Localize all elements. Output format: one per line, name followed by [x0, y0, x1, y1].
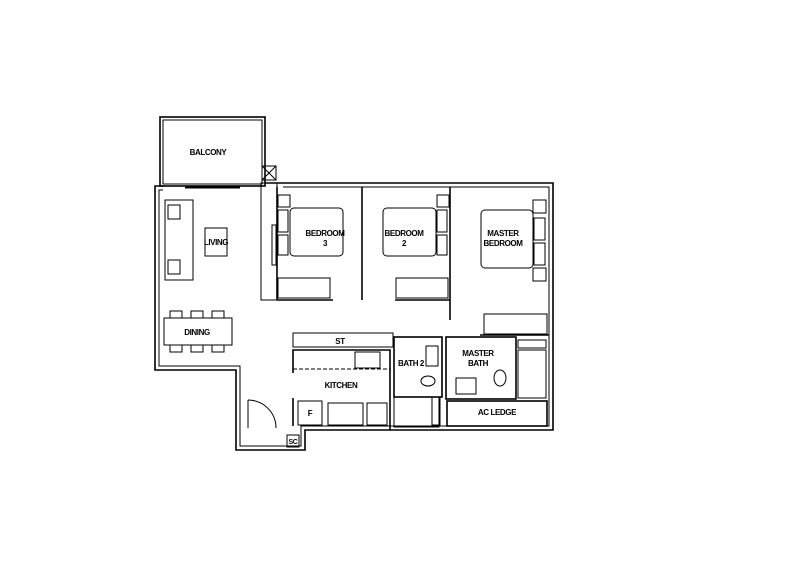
- label-master-bedroom-line1: MASTER: [487, 229, 519, 238]
- label-master-bedroom-line2: BEDROOM: [484, 239, 524, 248]
- wardrobe: [483, 313, 548, 335]
- bed-master: [480, 199, 548, 335]
- label-kitchen: KITCHEN: [325, 381, 358, 390]
- label-bath2: BATH 2: [398, 359, 425, 368]
- label-bedroom2-line2: 2: [402, 239, 407, 248]
- sink-icon: [327, 402, 364, 426]
- kitchen: [292, 332, 394, 430]
- partitions: [271, 187, 549, 336]
- toilet-icon: [420, 375, 436, 387]
- sofa: [164, 199, 194, 281]
- outer-walls: [154, 165, 554, 451]
- label-dining: DINING: [184, 328, 210, 337]
- wardrobe: [277, 277, 331, 299]
- stove-icon: [354, 351, 381, 369]
- master-bath: [445, 336, 547, 400]
- label-bedroom3-line1: BEDROOM: [306, 229, 346, 238]
- label-fridge: F: [308, 409, 313, 418]
- coffee-table: [204, 227, 228, 257]
- label-living: LIVING: [204, 238, 228, 247]
- entrance-door[interactable]: [247, 399, 300, 448]
- label-bedroom2-line1: BEDROOM: [385, 229, 425, 238]
- ac-ledge: [446, 400, 548, 427]
- label-balcony: BALCONY: [190, 148, 228, 157]
- label-shelter-closet: SC: [289, 439, 298, 446]
- washer-icon: [366, 402, 388, 426]
- label-store: ST: [335, 337, 345, 346]
- bed-bedroom3: [277, 194, 344, 299]
- label-master-bath-line2: BATH: [468, 359, 489, 368]
- basin-icon: [455, 377, 477, 395]
- shaft-icon: [261, 165, 277, 181]
- toilet-icon: [493, 369, 507, 387]
- bath2: [393, 336, 443, 428]
- label-ac-ledge: AC LEDGE: [478, 408, 517, 417]
- dining-table: [163, 310, 233, 353]
- label-master-bath-line1: MASTER: [462, 349, 494, 358]
- bed-bedroom2: [382, 194, 450, 299]
- label-bedroom3-line2: 3: [323, 239, 328, 248]
- fridge: [297, 400, 323, 426]
- bedroom3-door[interactable]: [271, 224, 277, 266]
- wardrobe: [395, 277, 449, 299]
- basin-icon: [425, 345, 439, 367]
